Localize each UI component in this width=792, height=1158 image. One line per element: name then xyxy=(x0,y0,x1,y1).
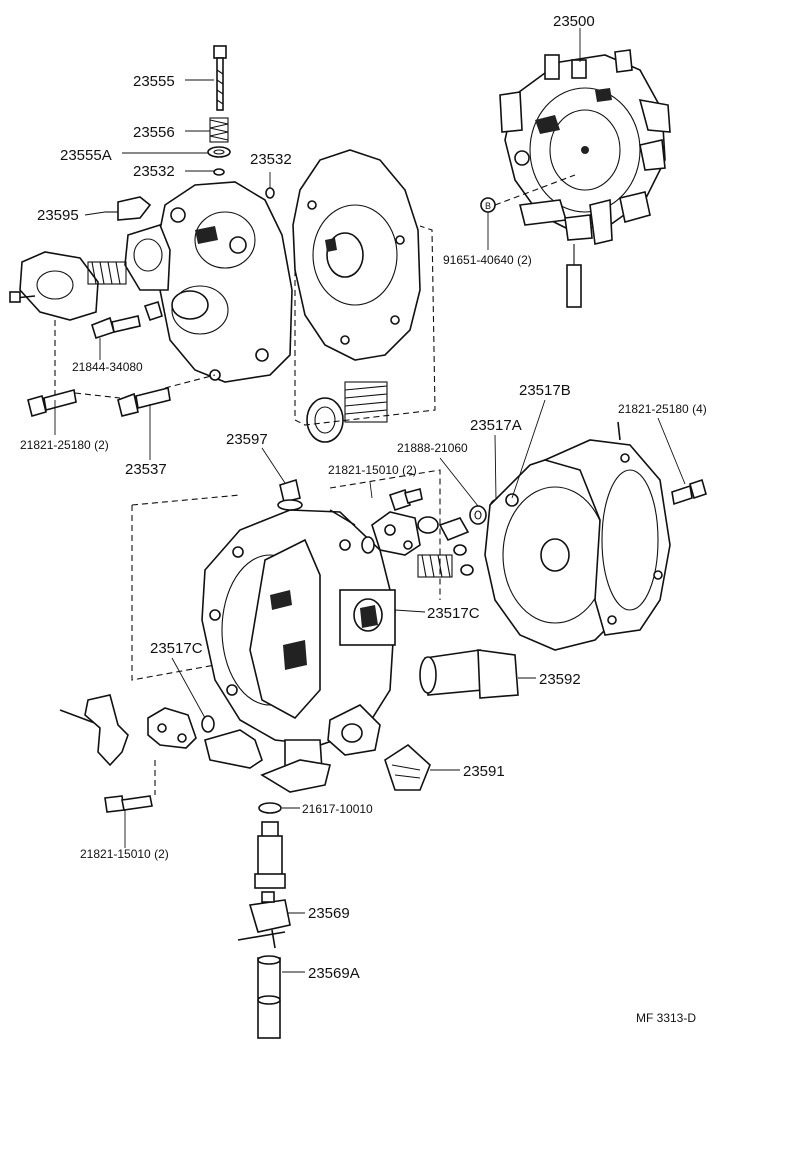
bracket-left xyxy=(59,694,129,767)
valve-23569 xyxy=(237,891,291,949)
plug-23595 xyxy=(105,196,152,221)
bolt-21821-25180-right xyxy=(671,478,707,506)
leader-lines xyxy=(54,28,686,973)
label-21821-25180-2: 21821-25180 (2) xyxy=(20,438,109,452)
pin-small-top xyxy=(329,509,356,526)
bolt-21821-25180-left xyxy=(27,389,77,417)
plate-small xyxy=(371,511,421,556)
rear-cover-right xyxy=(542,421,671,636)
label-23517c-left: 23517C xyxy=(150,640,203,657)
dashed-box-diaphragm xyxy=(294,225,436,426)
circled-b-letter: B xyxy=(485,201,491,211)
spring-23556 xyxy=(209,117,229,143)
fitting-23591 xyxy=(384,743,431,791)
label-23569a: 23569A xyxy=(308,965,360,982)
hose-23569a xyxy=(257,955,281,1039)
dashed-box-body xyxy=(131,469,441,681)
o-ring-center-23517c xyxy=(361,536,375,554)
outlet-elbow xyxy=(204,729,331,793)
valve-set-small xyxy=(417,516,474,578)
label-23555: 23555 xyxy=(133,73,175,90)
plate-left xyxy=(147,707,197,749)
label-23591: 23591 xyxy=(463,763,505,780)
label-21821-15010-lower: 21821-15010 (2) xyxy=(80,847,169,861)
label-21821-25180-4: 21821-25180 (4) xyxy=(618,402,707,416)
washer-23555a xyxy=(207,146,231,158)
adjust-screw-23555 xyxy=(213,45,227,111)
regulator-assembly-23500 xyxy=(499,49,671,308)
label-23592: 23592 xyxy=(539,671,581,688)
screw-21844 xyxy=(91,300,163,340)
bolt-21821-15010-lower xyxy=(104,795,153,813)
label-21821-15010-upper: 21821-15010 (2) xyxy=(328,463,417,477)
label-23556: 23556 xyxy=(133,124,175,141)
label-23597: 23597 xyxy=(226,431,268,448)
springs-23537-set xyxy=(306,381,388,443)
label-23595: 23595 xyxy=(37,207,79,224)
label-23532-right: 23532 xyxy=(250,151,292,168)
main-body-housing xyxy=(201,509,396,776)
spring-left xyxy=(87,261,127,285)
plug-23597 xyxy=(277,478,303,511)
label-23555a: 23555A xyxy=(60,147,112,164)
side-cover-left xyxy=(9,251,99,321)
label-91651: 91651-40640 (2) xyxy=(443,253,532,267)
label-23537: 23537 xyxy=(125,461,167,478)
fitting-23592 xyxy=(419,649,519,699)
washer-21888 xyxy=(469,505,487,525)
label-21844: 21844-34080 xyxy=(72,360,143,374)
label-23517a: 23517A xyxy=(470,417,522,434)
label-23532-left: 23532 xyxy=(133,163,175,180)
diaphragm-plate xyxy=(292,149,421,361)
o-ring-left-23517c xyxy=(201,715,215,733)
bolt-91651: B xyxy=(480,174,576,250)
o-ring-21617 xyxy=(258,802,282,814)
label-21617: 21617-10010 xyxy=(302,802,373,816)
nipple-fitting xyxy=(254,821,286,889)
figure-code: MF 3313-D xyxy=(636,1011,696,1025)
label-23500: 23500 xyxy=(553,13,595,30)
label-23517b: 23517B xyxy=(519,382,571,399)
bolt-23537 xyxy=(117,387,171,417)
label-21888: 21888-21060 xyxy=(397,441,468,455)
upper-cover-body xyxy=(124,181,293,383)
bolt-21821-15010-upper xyxy=(388,488,423,512)
label-23569: 23569 xyxy=(308,905,350,922)
label-23517c-right: 23517C xyxy=(427,605,480,622)
